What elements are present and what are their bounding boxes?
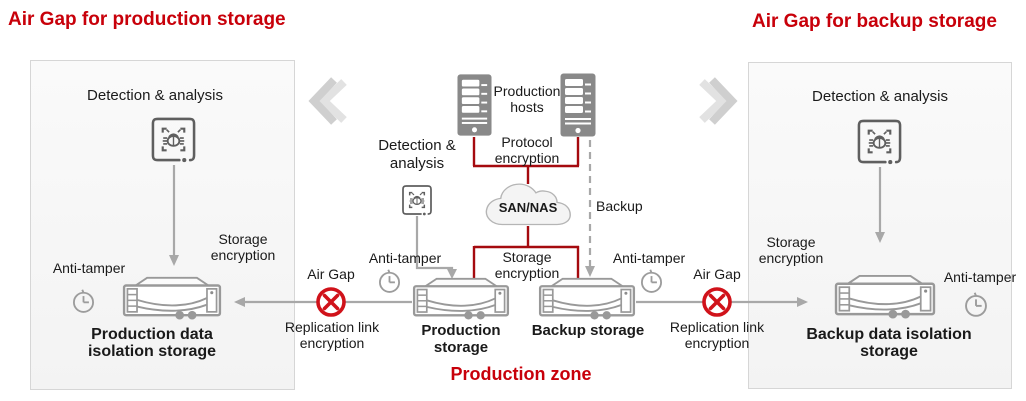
left-title: Air Gap for production storage: [8, 9, 286, 30]
backup-storage-label: Backup storage: [531, 322, 645, 339]
production-zone-label: Production zone: [450, 364, 592, 384]
san-nas-cloud-icon: [485, 183, 571, 226]
anti-tamper-clock-icon: [965, 292, 987, 317]
right-anti-tamper-label: Anti-tamper: [943, 269, 1017, 285]
right-detection-arrowhead: [875, 232, 885, 243]
backup-storage-icon: [538, 277, 636, 320]
malware-scan-icon: [151, 117, 196, 163]
middle-anti-tamper-left-label: Anti-tamper: [368, 250, 442, 266]
san-nas-label: SAN/NAS: [498, 200, 558, 215]
anti-tamper-clock-icon: [378, 269, 401, 293]
left-storage-encryption-label: Storage encryption: [210, 231, 276, 263]
anti-tamper-clock-icon: [72, 289, 95, 313]
chevron-left-icon: [308, 77, 347, 125]
right-title: Air Gap for backup storage: [752, 11, 997, 32]
middle-storage-encryption-label: Storage encryption: [494, 249, 560, 281]
protocol-encryption-label: Protocol encryption: [494, 134, 560, 166]
right-replication-arrowhead: [797, 297, 808, 307]
production-data-isolation-storage-icon: [122, 276, 222, 320]
production-isolation-zone-panel: [30, 60, 295, 390]
middle-detection-label: Detection & analysis: [378, 137, 456, 172]
middle-anti-tamper-right-label: Anti-tamper: [612, 250, 686, 266]
malware-scan-icon: [857, 119, 902, 165]
chevron-right-icon: [699, 77, 738, 125]
left-replication-arrowhead: [234, 297, 245, 307]
production-host-server-icon: [457, 74, 492, 136]
anti-tamper-clock-icon: [641, 269, 662, 293]
left-anti-tamper-label: Anti-tamper: [52, 260, 126, 276]
malware-scan-icon: [402, 185, 432, 216]
air-gap-right-link-label: Replication link encryption: [669, 319, 765, 351]
production-storage-icon: [412, 277, 510, 320]
production-hosts-label: Production hosts: [493, 83, 561, 115]
air-gap-right-icon: [702, 287, 732, 317]
protocol-encryption-link: [472, 137, 580, 184]
backup-data-isolation-storage-icon: [834, 274, 936, 319]
air-gap-left-icon: [316, 287, 346, 317]
left-detection-arrowhead: [169, 255, 179, 266]
storage-encryption-link: [472, 226, 580, 280]
air-gap-left-link-label: Replication link encryption: [284, 319, 380, 351]
production-host-server-icon: [560, 73, 596, 137]
production-data-isolation-storage-label: Production data isolation storage: [87, 326, 217, 360]
right-storage-encryption-label: Storage encryption: [758, 234, 824, 266]
backup-flow-label: Backup: [596, 198, 643, 214]
air-gap-left-label: Air Gap: [307, 266, 355, 282]
right-detection-label: Detection & analysis: [812, 88, 948, 105]
backup-flow-arrowhead: [585, 266, 595, 277]
left-detection-label: Detection & analysis: [87, 87, 223, 104]
backup-data-isolation-storage-label: Backup data isolation storage: [806, 326, 972, 360]
air-gap-right-label: Air Gap: [693, 266, 741, 282]
production-storage-label: Production storage: [421, 322, 501, 356]
middle-detection-arrowhead: [447, 269, 457, 279]
